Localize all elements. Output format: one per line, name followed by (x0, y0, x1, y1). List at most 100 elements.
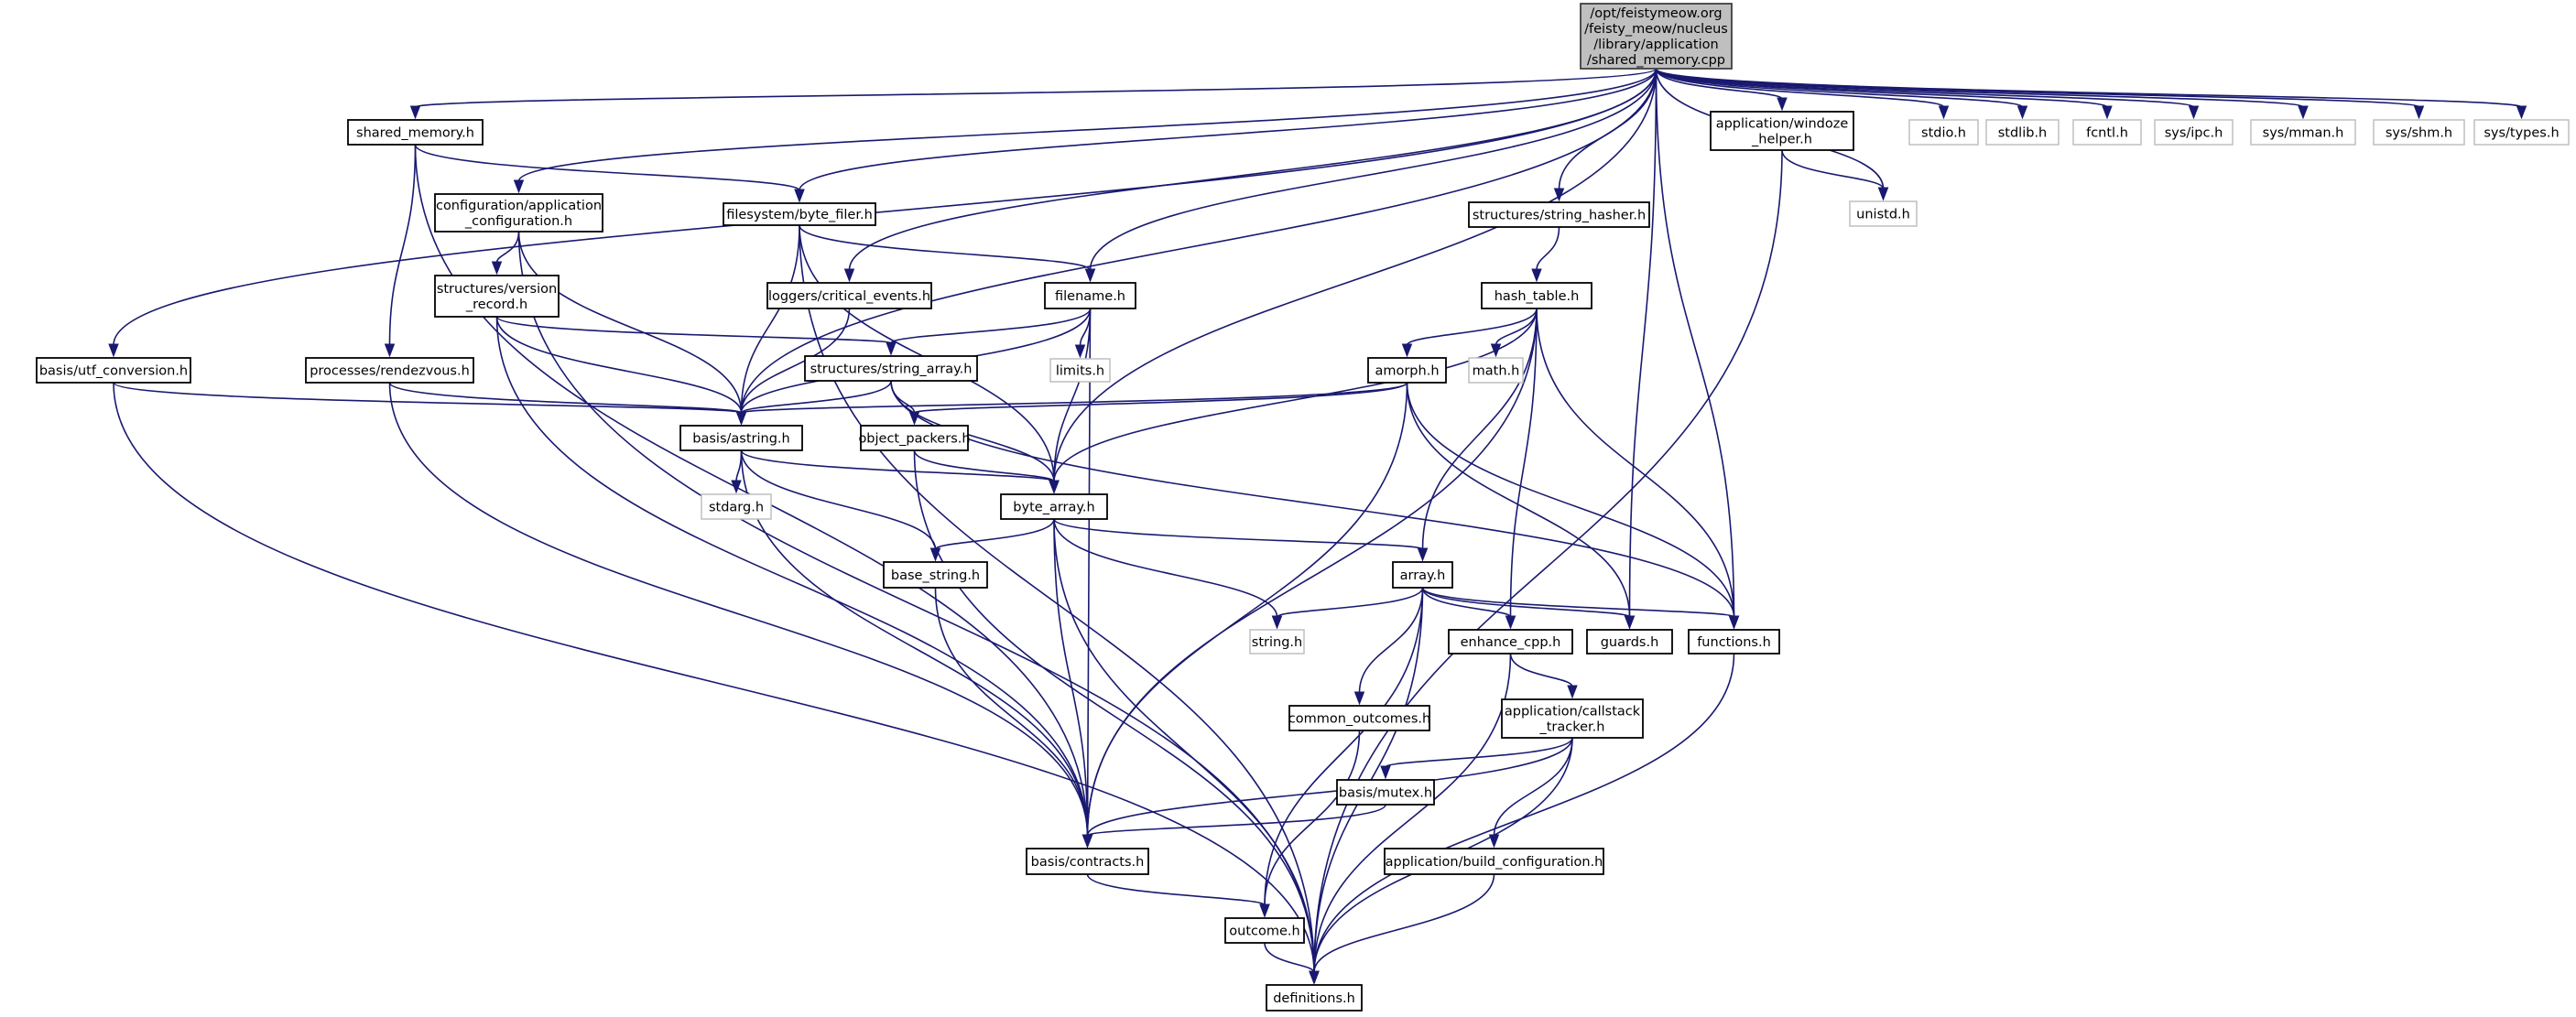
node-math[interactable]: math.h (1468, 357, 1524, 384)
node-label: structures/string_array.h (810, 362, 973, 377)
dependency-edge-string_hasher-to-hash_table (1531, 226, 1560, 283)
node-box (2154, 119, 2234, 146)
node-byte-filer[interactable]: filesystem/byte_filer.h (723, 202, 876, 226)
node-array[interactable]: array.h (1392, 561, 1453, 589)
node-unistd[interactable]: unistd.h (1849, 200, 1918, 227)
node-stdarg[interactable]: stdarg.h (701, 493, 772, 520)
arrowhead (2188, 105, 2200, 120)
dependency-edge-outcome-to-definitions (1264, 942, 1320, 985)
dependency-edge-amorph-to-contracts (1081, 382, 1408, 849)
arrowhead (1877, 187, 1889, 201)
node-definitions[interactable]: definitions.h (1266, 984, 1363, 1012)
node-box (1468, 357, 1524, 384)
dependency-edge-root-to-sys_ipc (1655, 68, 2200, 120)
node-stdio[interactable]: stdio.h (1908, 119, 1979, 146)
dependency-edge-root-to-utf_conversion (108, 68, 1658, 358)
node-astring[interactable]: basis/astring.h (679, 425, 803, 451)
node-root[interactable]: /opt/feistymeow.org/feisty_meow/nucleus/… (1580, 3, 1733, 70)
node-build-configuration[interactable]: application/build_configuration.h (1384, 848, 1604, 875)
node-windoze-helper[interactable]: application/windoze_helper.h (1710, 111, 1854, 151)
node-hash-table[interactable]: hash_table.h (1481, 282, 1592, 309)
arrowhead (735, 411, 747, 426)
node-label: /opt/feistymeow.org (1590, 6, 1722, 21)
node-box (860, 425, 969, 451)
node-amorph[interactable]: amorph.h (1367, 357, 1447, 384)
dependency-edge-enhance_cpp-to-definitions (1309, 653, 1512, 985)
node-contracts[interactable]: basis/contracts.h (1026, 848, 1149, 875)
node-utf-conversion[interactable]: basis/utf_conversion.h (36, 357, 191, 384)
node-rendezvous[interactable]: processes/rendezvous.h (305, 357, 474, 384)
node-label: unistd.h (1856, 208, 1910, 222)
node-shared-memory-h[interactable]: shared_memory.h (347, 119, 484, 146)
node-string-array[interactable]: structures/string_array.h (804, 355, 978, 382)
node-outcome[interactable]: outcome.h (1224, 917, 1305, 944)
node-label: processes/rendezvous.h (310, 364, 470, 379)
node-label: fcntl.h (2086, 126, 2128, 141)
node-critical-events[interactable]: loggers/critical_events.h (766, 282, 932, 309)
node-sys-mman[interactable]: sys/mman.h (2250, 119, 2356, 146)
node-base-string[interactable]: base_string.h (883, 561, 988, 589)
node-box (1985, 119, 2060, 146)
node-sys-types[interactable]: sys/types.h (2473, 119, 2570, 146)
node-functions[interactable]: functions.h (1688, 629, 1780, 655)
node-stdlib[interactable]: stdlib.h (1985, 119, 2060, 146)
arrowhead (794, 189, 805, 203)
node-version-record[interactable]: structures/version_record.h (434, 275, 560, 318)
arrowhead (1938, 105, 1950, 120)
dependency-edge-app_config-to-version_record (491, 231, 520, 276)
node-label: definitions.h (1273, 991, 1355, 1006)
dependency-edge-amorph-to-guards (1406, 382, 1636, 630)
edges-layer (108, 68, 2527, 985)
node-box (1336, 779, 1435, 806)
node-box (723, 202, 876, 226)
node-box (347, 119, 484, 146)
arrowhead (929, 547, 941, 562)
node-box (2473, 119, 2570, 146)
dependency-edge-amorph-to-astring (735, 382, 1408, 426)
node-box (679, 425, 803, 451)
node-box (804, 355, 978, 382)
dependency-edge-hash_table-to-functions (1536, 308, 1740, 630)
arrowhead (1567, 685, 1578, 699)
dependency-edge-build_configuration-to-definitions (1309, 873, 1495, 985)
node-box (2250, 119, 2356, 146)
node-filename[interactable]: filename.h (1044, 282, 1136, 309)
arrowhead (2016, 105, 2028, 120)
node-label: amorph.h (1375, 364, 1439, 379)
node-mutex[interactable]: basis/mutex.h (1336, 779, 1435, 806)
node-box (1367, 357, 1447, 384)
node-fcntl[interactable]: fcntl.h (2072, 119, 2142, 146)
dependency-edge-hash_table-to-byte_array (1049, 308, 1538, 494)
node-label: structures/version (437, 282, 557, 297)
node-guards[interactable]: guards.h (1586, 629, 1673, 655)
dependency-edge-byte_array-to-definitions (1053, 518, 1320, 985)
dependency-edge-amorph-to-object_packers (908, 382, 1408, 426)
node-object-packers[interactable]: object_packers.h (858, 425, 971, 451)
node-box (1266, 984, 1363, 1012)
arrowhead (384, 343, 396, 358)
node-sys-ipc[interactable]: sys/ipc.h (2154, 119, 2234, 146)
dependency-edge-windoze_helper-to-unistd (1781, 149, 1889, 201)
node-string-h[interactable]: string.h (1249, 629, 1305, 655)
dependency-edge-version_record-to-string_array (495, 316, 897, 356)
dependency-edge-common_outcomes-to-outcome (1259, 730, 1361, 918)
node-callstack-tracker[interactable]: application/callstack_tracker.h (1501, 698, 1644, 739)
node-byte-array[interactable]: byte_array.h (1000, 493, 1108, 520)
node-enhance-cpp[interactable]: enhance_cpp.h (1448, 629, 1573, 655)
node-label: configuration/application (436, 199, 602, 213)
node-label: /library/application (1593, 38, 1718, 52)
node-common-outcomes[interactable]: common_outcomes.h (1288, 705, 1430, 731)
node-limits[interactable]: limits.h (1049, 358, 1111, 383)
dependency-edge-filename-to-string_array (886, 308, 1092, 356)
node-label: common_outcomes.h (1288, 712, 1430, 727)
dependency-edge-root-to-app_config (513, 68, 1658, 194)
node-string-hasher[interactable]: structures/string_hasher.h (1468, 201, 1650, 228)
dependency-edge-root-to-byte_filer (794, 68, 1658, 203)
node-sys-shm[interactable]: sys/shm.h (2373, 119, 2465, 146)
node-app-config[interactable]: configuration/application_configuration.… (434, 193, 603, 233)
dependency-edge-root-to-sys_shm (1655, 68, 2425, 120)
node-box (701, 493, 772, 520)
node-label: /feisty_meow/nucleus (1584, 22, 1728, 37)
node-label: stdio.h (1921, 126, 1966, 141)
